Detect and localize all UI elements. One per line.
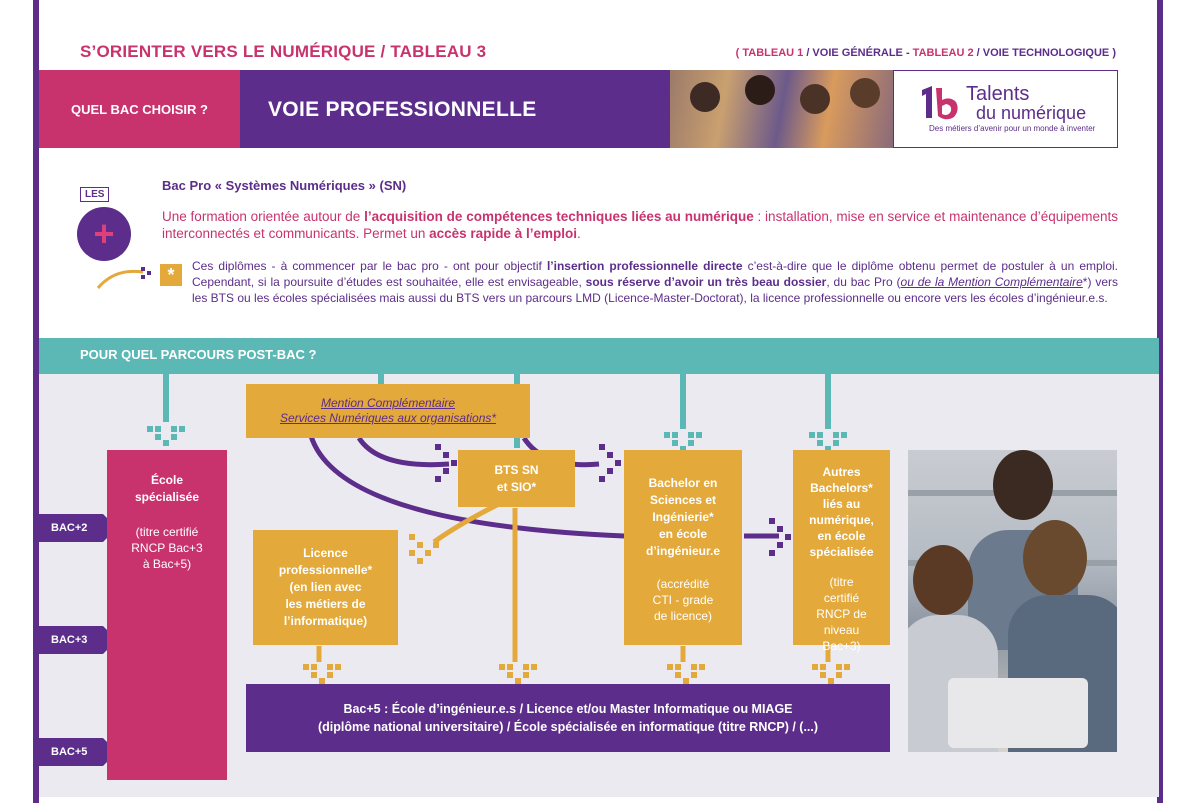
text: , du bac Pro ( xyxy=(826,275,900,289)
level-tag-bac3: BAC+3 xyxy=(39,626,103,654)
note-paragraph: Ces diplômes - à commencer par le bac pr… xyxy=(192,258,1118,306)
text: . xyxy=(577,226,581,241)
person-head xyxy=(1023,520,1087,596)
box-title: Autres xyxy=(793,464,890,480)
person-head xyxy=(913,545,973,615)
link-tableau-1[interactable]: TABLEAU 1 xyxy=(742,47,803,59)
box-subtitle: certifié xyxy=(793,590,890,606)
person-head xyxy=(690,82,720,112)
box-title[interactable]: Mention Complémentaire xyxy=(246,396,530,411)
plus-icon: + xyxy=(77,207,131,261)
box-subtitle: Bac+3) xyxy=(793,638,890,654)
autres-bachelors-box: Autres Bachelors* liés au numérique, en … xyxy=(793,450,890,645)
box-subtitle: niveau xyxy=(793,622,890,638)
text-bold: sous réserve d’avoir un très beau dossie… xyxy=(586,275,827,289)
text: Ces diplômes - à commencer par le bac pr… xyxy=(192,259,547,273)
parcours-heading: POUR QUEL PARCOURS POST-BAC ? xyxy=(80,347,316,362)
talents-logo-icon xyxy=(918,84,962,124)
box-subtitle: (titre xyxy=(793,574,890,590)
box-title: Sciences et xyxy=(624,492,742,509)
banner-voie: VOIE PROFESSIONNELLE xyxy=(268,98,537,122)
students-photo xyxy=(670,70,893,148)
box-title[interactable]: Services Numériques aux organisations* xyxy=(246,411,530,426)
box-title: et SIO* xyxy=(494,479,538,496)
page-title: S’ORIENTER VERS LE NUMÉRIQUE / TABLEAU 3 xyxy=(80,42,486,62)
person-head xyxy=(745,75,775,105)
box-title: l’informatique) xyxy=(279,613,372,630)
box-subtitle: CTI - grade xyxy=(624,592,742,608)
mention-complementaire-box: Mention Complémentaire Services Numériqu… xyxy=(246,384,530,438)
box-subtitle: RNCP de xyxy=(793,606,890,622)
intro-paragraph: Une formation orientée autour de l’acqui… xyxy=(162,208,1118,242)
box-title: École xyxy=(107,472,227,489)
logo-line2: du numérique xyxy=(976,103,1086,124)
box-title: BTS SN xyxy=(494,462,538,479)
box-title: Bac+5 : École d’ingénieur.e.s / Licence … xyxy=(343,700,792,718)
box-title: spécialisée xyxy=(107,489,227,506)
box-title: d’ingénieur.e xyxy=(624,543,742,560)
bacpro-title: Bac Pro « Systèmes Numériques » (SN) xyxy=(162,178,406,193)
level-tag-bac2: BAC+2 xyxy=(39,514,103,542)
students-laptop-photo xyxy=(908,450,1117,752)
link-tableau-2[interactable]: TABLEAU 2 xyxy=(913,47,974,59)
box-subtitle: (titre certifié xyxy=(107,524,227,540)
asterisk-icon: * xyxy=(160,264,182,286)
box-title: Ingénierie* xyxy=(624,509,742,526)
text-bold: l’insertion professionnelle directe xyxy=(547,259,743,273)
box-title: Licence xyxy=(279,545,372,562)
bac5-box: Bac+5 : École d’ingénieur.e.s / Licence … xyxy=(246,684,890,752)
box-title: en école xyxy=(793,528,890,544)
box-subtitle: RNCP Bac+3 xyxy=(107,540,227,556)
box-subtitle: (accrédité xyxy=(624,576,742,592)
box-title: Bachelors* xyxy=(793,480,890,496)
text: Une formation orientée autour de xyxy=(162,209,364,224)
box-subtitle: à Bac+5) xyxy=(107,556,227,572)
box-title: (diplôme national universitaire) / École… xyxy=(318,718,818,736)
logo-line1: Talents xyxy=(966,85,1029,103)
person-head xyxy=(993,450,1053,520)
box-title: numérique, xyxy=(793,512,890,528)
laptop xyxy=(948,678,1088,748)
logo-tagline: Des métiers d’avenir pour un monde à inv… xyxy=(929,124,1095,133)
box-title: liés au xyxy=(793,496,890,512)
person-head xyxy=(850,78,880,108)
box-title: en école xyxy=(624,526,742,543)
link-tableau-2-label: / VOIE TECHNOLOGIQUE ) xyxy=(974,47,1116,59)
text-link[interactable]: ou de la Mention Complémentaire xyxy=(901,275,1083,289)
box-title: (en lien avec xyxy=(279,579,372,596)
level-tag-bac5: BAC+5 xyxy=(39,738,103,766)
box-title: Bachelor en xyxy=(624,475,742,492)
bachelor-box: Bachelor en Sciences et Ingénierie* en é… xyxy=(624,450,742,645)
text-bold: l’acquisition de compétences techniques … xyxy=(364,209,754,224)
person-head xyxy=(800,84,830,114)
les-tag: LES xyxy=(80,187,109,202)
box-title: spécialisée xyxy=(793,544,890,560)
link-tableau-1-label: / VOIE GÉNÉRALE - xyxy=(803,47,912,59)
banner-question: QUEL BAC CHOISIR ? xyxy=(39,70,240,148)
box-subtitle: de licence) xyxy=(624,608,742,624)
box-title: professionnelle* xyxy=(279,562,372,579)
arrow-curve-icon xyxy=(95,262,155,292)
licence-pro-box: Licence professionnelle* (en lien avec l… xyxy=(253,530,398,645)
box-title: les métiers de xyxy=(279,596,372,613)
text-bold: accès rapide à l’emploi xyxy=(429,226,577,241)
table-links: ( TABLEAU 1 / VOIE GÉNÉRALE - TABLEAU 2 … xyxy=(736,47,1116,59)
